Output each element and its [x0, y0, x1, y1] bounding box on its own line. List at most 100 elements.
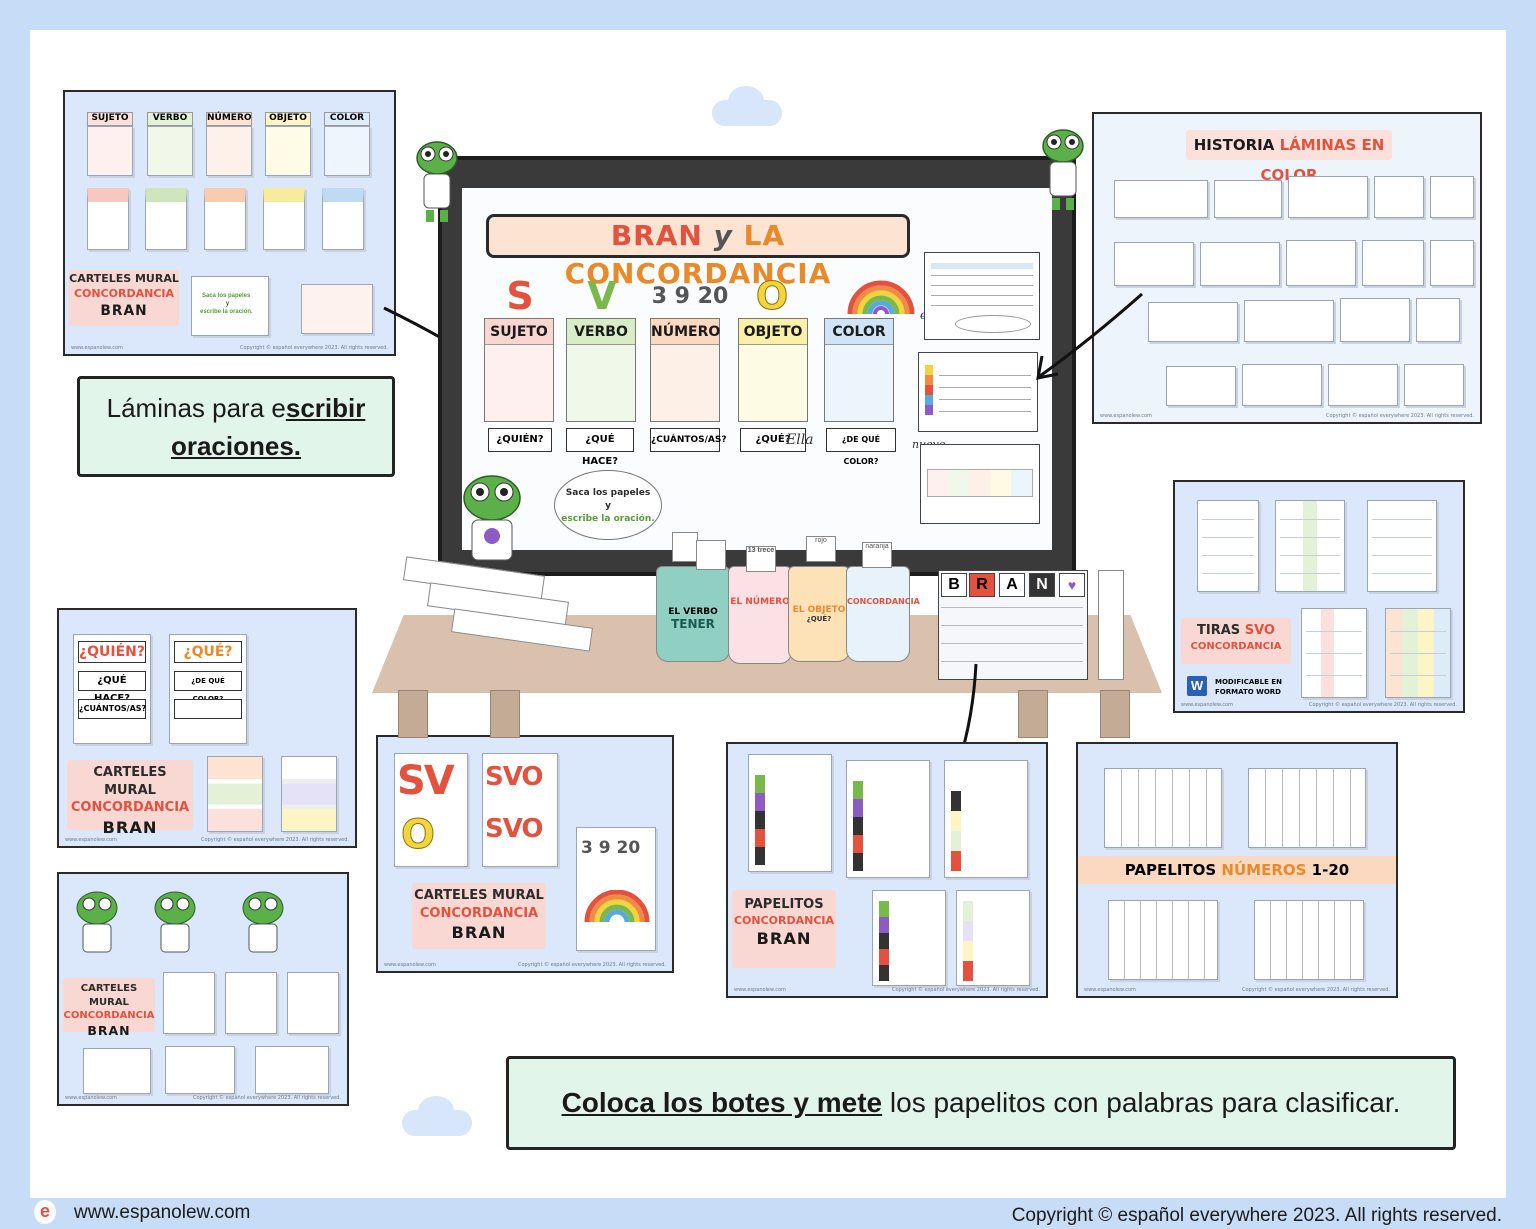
mini-question-que: ¿QUÉ?: [174, 641, 242, 663]
lamina-thumbnail: [1288, 176, 1368, 218]
mini-sheet-plural: [918, 352, 1038, 432]
mini-card-sujeto: [87, 126, 133, 176]
numeros-label-c: 1-20: [1306, 861, 1350, 879]
panel-footer-copyright: Copyright © español everywhere 2023. All…: [1326, 413, 1474, 419]
column-card-verbo: VERBO: [566, 318, 636, 422]
lamina-thumbnail: [1430, 176, 1474, 218]
lamina-thumbnail: [1286, 240, 1356, 286]
mini-header-numero: NÚMERO: [206, 112, 252, 126]
lamina-thumbnail: [1166, 366, 1236, 406]
panel-footer-copyright: Copyright © español everywhere 2023. All…: [1309, 702, 1457, 708]
panel-footer-copyright: Copyright © español everywhere 2023. All…: [892, 987, 1040, 993]
panel-footer-site: www.espanolew.com: [71, 345, 123, 351]
frog-mascot-icon: [1042, 129, 1084, 210]
panel-footer-copyright: Copyright © español everywhere 2023. All…: [1242, 987, 1390, 993]
mini-card-objeto: [265, 126, 311, 176]
historia-title: HISTORIA LÁMINAS EN COLOR: [1186, 130, 1392, 184]
label-line-3: BRAN: [100, 302, 148, 319]
panel-footer-site: www.espanolew.com: [65, 837, 117, 843]
bubble-sheet: [165, 1046, 235, 1094]
cup-tag: naranja: [862, 542, 892, 568]
note-line-2: y: [226, 301, 229, 307]
frog-mascot-icon: [154, 891, 196, 953]
bubble-sheet: [83, 1048, 151, 1094]
svo-numbers: 3 9 20: [581, 838, 641, 858]
column-header-objeto: OBJETO: [739, 319, 807, 345]
papelitos-sheet: [872, 890, 946, 986]
mini-sheet-genero: [924, 252, 1040, 340]
title-concordancia: LA CONCORDANCIA: [564, 219, 832, 290]
panel-preguntas: ¿QUIÉN? ¿QUÉ HACE? ¿CUÁNTOS/AS? ¿QUÉ? ¿D…: [57, 608, 357, 848]
title-y: y: [713, 219, 733, 252]
cup-line-1: CONCORDANCIA: [847, 597, 920, 606]
panel-label: CARTELES MURAL CONCORDANCIA BRAN: [69, 270, 179, 326]
svo-word-sheet: SVO SVO: [482, 753, 558, 867]
panel-label: CARTELES MURAL CONCORDANCIA BRAN: [63, 978, 155, 1038]
panel-footer-copyright: Copyright © español everywhere 2023. All…: [518, 962, 666, 968]
label-line-1: PAPELITOS: [744, 897, 824, 912]
papelitos-sheet: [944, 760, 1028, 878]
panel-carteles-columnas: SUJETO VERBO NÚMERO OBJETO COLOR CARTELE…: [63, 90, 396, 356]
column-header-sujeto: SUJETO: [485, 319, 553, 345]
mini-blank-card: [301, 284, 373, 334]
numeros-label-b: NÚMEROS: [1221, 861, 1307, 879]
rainbow-icon: [847, 280, 915, 315]
mini-question-blank: [174, 699, 242, 719]
label-line-2: CONCORDANCIA: [419, 905, 539, 921]
mini-card-blank-red: [87, 188, 129, 250]
numeros-sheet: [1254, 900, 1364, 980]
bubble-line-1: Saca los papeles: [565, 488, 651, 498]
label-line-3: BRAN: [102, 817, 158, 837]
tira-sheet: [1275, 500, 1345, 592]
panel-footer-copyright: Copyright © español everywhere 2023. All…: [193, 1095, 341, 1101]
note-line-1: Saca los papeles: [202, 293, 251, 299]
lamina-thumbnail: [1362, 240, 1424, 286]
panel-papelitos: PAPELITOS CONCORDANCIA BRAN www.espanole…: [726, 742, 1048, 998]
panel-footer-site: www.espanolew.com: [1100, 413, 1152, 419]
bulletin-board: BRAN y LA CONCORDANCIA S V 3 9 20 O SUJE…: [438, 156, 1076, 576]
blank-label-sheet: [281, 756, 337, 832]
svo-word-2: SVO: [485, 814, 543, 844]
table-leg: [398, 690, 428, 738]
numeros-sheet: [1248, 768, 1366, 848]
rainbow-icon: [584, 890, 650, 923]
tira-sheet: [1385, 608, 1451, 698]
label-line-3: BRAN: [451, 923, 507, 943]
numeros-label-bar: PAPELITOS NÚMEROS 1-20: [1078, 856, 1396, 884]
heart-icon: ♥: [1059, 573, 1085, 597]
label-line-2: CONCORDANCIA: [1190, 640, 1282, 652]
frog-mascot-icon: [76, 891, 118, 953]
question-sheet-left: ¿QUIÉN? ¿QUÉ HACE? ¿CUÁNTOS/AS?: [73, 634, 151, 744]
label-line-1: CARTELES MURAL: [414, 888, 544, 903]
lamina-thumbnail: [1114, 242, 1194, 286]
historia-title-1: HISTORIA: [1193, 136, 1275, 154]
frog-mascot-icon: [416, 141, 458, 222]
column-header-color: COLOR: [825, 319, 893, 345]
bran-letter-r: R: [969, 573, 995, 597]
blank-label-sheet: [207, 756, 263, 832]
title-bran: BRAN: [610, 219, 703, 252]
speech-bubble: Saca los papeles y escribe la oración.: [554, 470, 662, 540]
mini-header-objeto: OBJETO: [265, 112, 311, 126]
panel-historia-laminas: HISTORIA LÁMINAS EN COLOR www.espanolew.…: [1092, 112, 1482, 424]
mini-header-sujeto: SUJETO: [87, 112, 133, 126]
lamina-thumbnail: [1430, 240, 1474, 286]
cloud-decoration: [712, 86, 782, 126]
panel-papelitos-numeros: PAPELITOS NÚMEROS 1-20 www.espanolew.com…: [1076, 742, 1398, 998]
svo-letters-sv: SV: [397, 758, 455, 804]
cup-line-1: EL VERBO: [668, 607, 718, 617]
callout-place-2: los papelitos con palabras para clasific…: [882, 1087, 1401, 1118]
panel-footer-site: www.espanolew.com: [65, 1095, 117, 1101]
label-line-1: CARTELES MURAL: [93, 765, 167, 798]
tira-sheet: [1367, 500, 1437, 592]
panel-bocadillos: CARTELES MURAL CONCORDANCIA BRAN www.esp…: [57, 872, 349, 1106]
panel-tiras-svo: TIRAS SVO CONCORDANCIA W MODIFICABLE EN …: [1173, 480, 1465, 713]
mini-card-blank-green: [145, 188, 187, 250]
column-card-objeto: OBJETO: [738, 318, 808, 422]
callout-escribir-oraciones: Láminas para escribir oraciones.: [77, 376, 395, 477]
mini-sheet-svo-strip: [920, 444, 1040, 524]
cup-tag: [696, 540, 726, 570]
word-format-line-1: MODIFICABLE EN: [1215, 678, 1282, 686]
svo-word-1: SVO: [485, 762, 543, 792]
mini-question-quien: ¿QUIÉN?: [78, 641, 146, 663]
